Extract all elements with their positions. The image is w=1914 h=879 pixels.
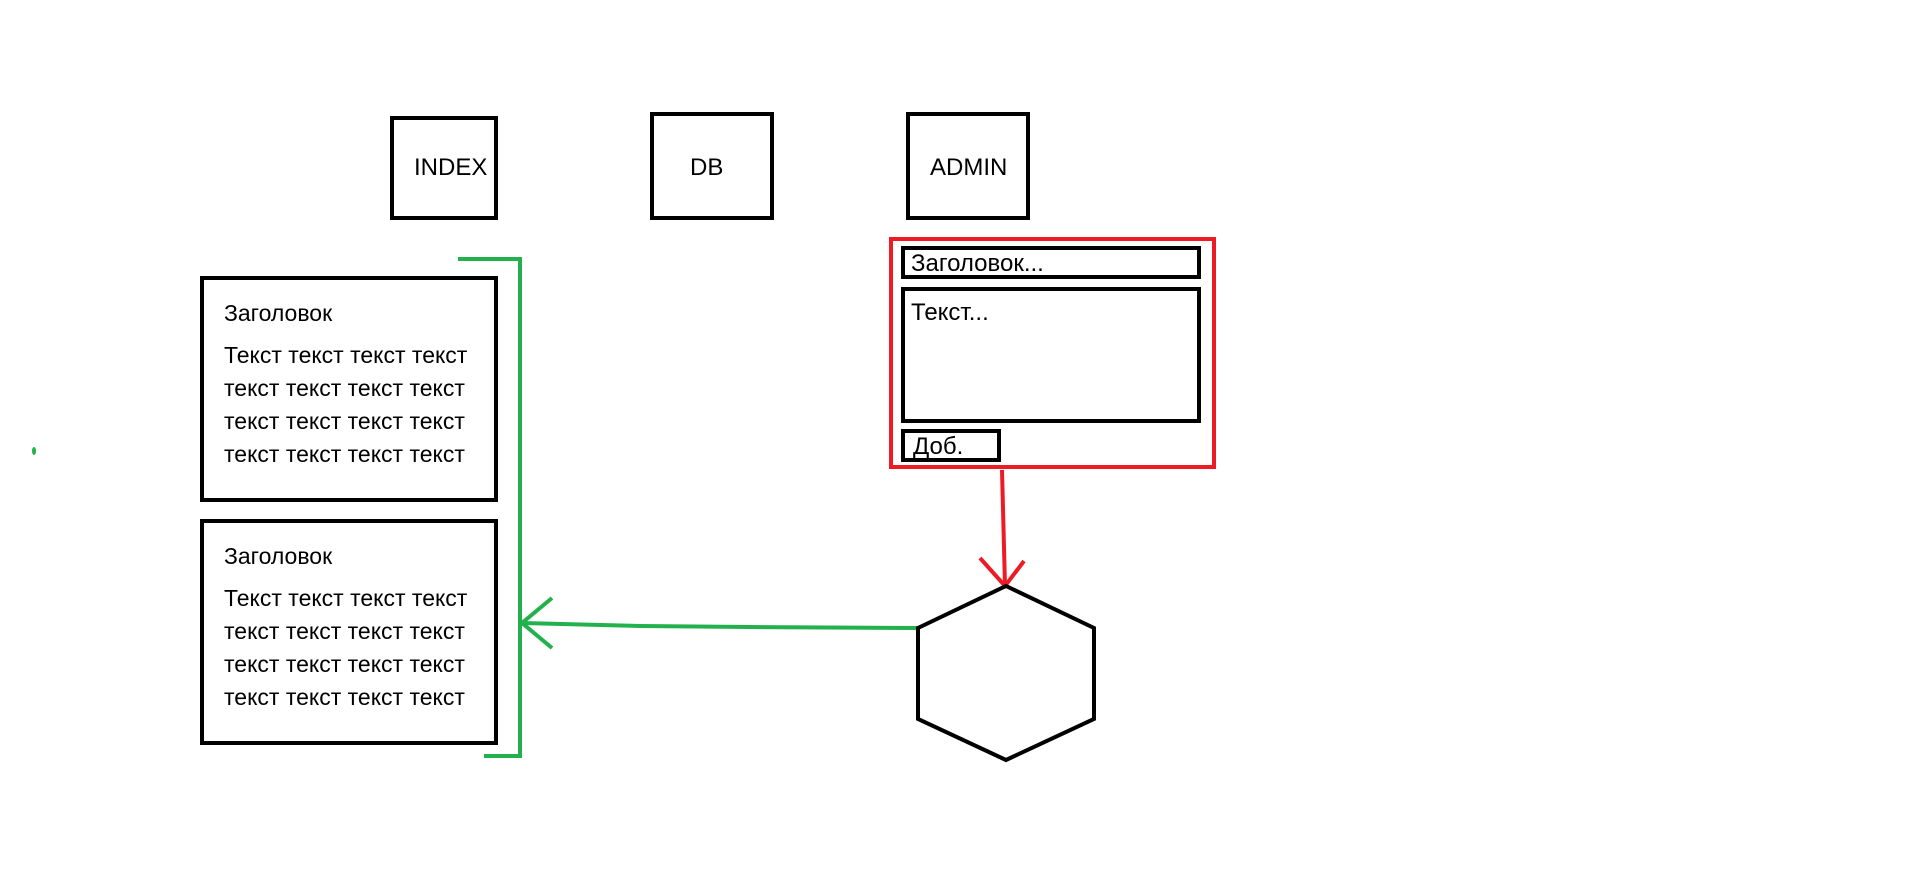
green-dot xyxy=(32,447,36,455)
post-card-line: Текст текст текст текст xyxy=(224,342,468,368)
add-button[interactable]: Доб. xyxy=(901,429,1001,462)
post-card-line: текст текст текст текст xyxy=(224,651,465,677)
text-textarea-placeholder: Текст... xyxy=(911,299,989,326)
post-card-title: Заголовок xyxy=(224,543,333,569)
db-label: DB xyxy=(690,154,724,181)
title-input[interactable]: Заголовок... xyxy=(901,246,1201,279)
post-card-line: Текст текст текст текст xyxy=(224,585,468,611)
post-card-1: Заголовок Текст текст текст текст текст … xyxy=(200,276,498,502)
admin-node: ADMIN xyxy=(906,112,1030,220)
green-bracket xyxy=(458,257,522,758)
admin-form xyxy=(889,237,1216,469)
title-input-placeholder: Заголовок... xyxy=(911,250,1044,277)
post-card-2: Заголовок Текст текст текст текст текст … xyxy=(200,519,498,745)
post-card-line: текст текст текст текст xyxy=(224,375,465,401)
post-card-line: текст текст текст текст xyxy=(224,441,465,467)
add-button-label: Доб. xyxy=(913,433,964,460)
db-node: DB xyxy=(650,112,774,220)
post-card-title: Заголовок xyxy=(224,300,333,326)
post-card-line: текст текст текст текст xyxy=(224,618,465,644)
green-arrow-head xyxy=(518,596,554,650)
post-card-line: текст текст текст текст xyxy=(224,684,465,710)
text-textarea[interactable]: Текст... xyxy=(901,287,1201,423)
green-arrow-line xyxy=(521,621,919,630)
index-node: INDEX xyxy=(390,116,498,220)
red-arrow-head xyxy=(978,556,1026,590)
index-label: INDEX xyxy=(414,154,488,181)
admin-label: ADMIN xyxy=(930,154,1008,181)
hexagon-shape xyxy=(916,583,1096,763)
red-arrow-line xyxy=(1000,469,1007,587)
post-card-line: текст текст текст текст xyxy=(224,408,465,434)
